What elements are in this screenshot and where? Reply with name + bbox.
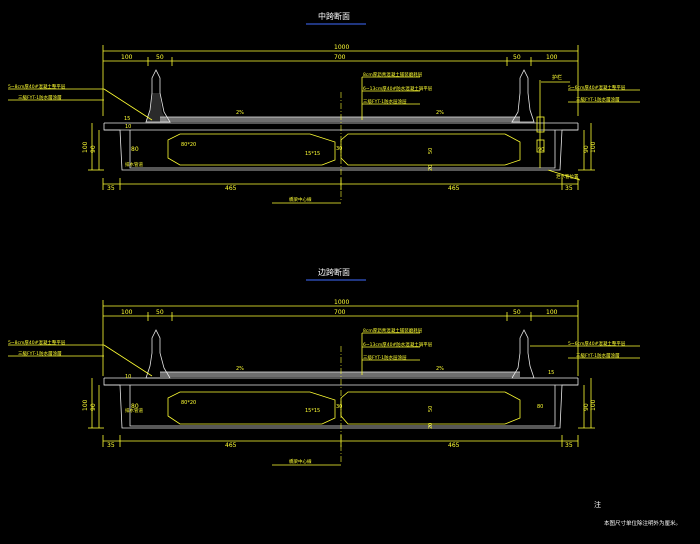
label-drain: 排水管道 bbox=[125, 407, 143, 414]
inner-labels: 10 80 80*20 15*15 30 50 20 90 2% 2% 15 bbox=[124, 110, 544, 171]
dim-side-right-outer: 100 bbox=[590, 399, 597, 411]
label-slab-mid: 15*15 bbox=[305, 151, 320, 157]
note-left-1: 5~8cm厚40#混凝土整平层 bbox=[8, 339, 66, 346]
dim-total: 1000 bbox=[334, 299, 349, 306]
general-note: 注 本图尺寸单位除注明外为厘米。 bbox=[594, 500, 681, 527]
label-right-v1: 50 bbox=[428, 406, 434, 412]
note-left-2: 三級FYT-1防水層涂層 bbox=[18, 350, 62, 357]
dim-middle: 700 bbox=[334, 309, 346, 316]
note-left-2: 三級FYT-1防水層涂層 bbox=[18, 94, 62, 101]
note-left-1: 5~8cm厚40#混凝土整平层 bbox=[8, 83, 66, 90]
note-center-1: 8cm厚沥青混凝土铺装磨耗层 bbox=[363, 71, 423, 78]
dim-bottom-right-half: 465 bbox=[448, 185, 460, 192]
note-title: 注 bbox=[594, 500, 601, 509]
section-title: 边跨断面 bbox=[318, 267, 350, 277]
label-web-left: 80 bbox=[131, 146, 139, 153]
dim-bottom-left-edge: 35 bbox=[107, 185, 115, 192]
dim-side-left-outer: 100 bbox=[82, 399, 89, 411]
label-slope-right: 2% bbox=[436, 366, 444, 372]
section-mid: 中跨断面 1000 100 50 700 50 100 bbox=[8, 11, 640, 204]
label-slope-left: 2% bbox=[236, 110, 244, 116]
label-center-gap: 30 bbox=[336, 146, 342, 152]
label-top-slab: 10 bbox=[125, 124, 131, 130]
label-right-v2: 20 bbox=[428, 165, 434, 171]
dim-left-outer: 100 bbox=[121, 309, 133, 316]
note-center-2: 6~13cm厚40#防水混凝土調平层 bbox=[363, 85, 433, 92]
deck-outline bbox=[103, 69, 579, 200]
label-slope-right: 2% bbox=[436, 110, 444, 116]
label-center: 橋梁中心線 bbox=[289, 458, 312, 465]
label-top-slab: 10 bbox=[125, 374, 131, 380]
notes: 5~8cm厚40#混凝土整平层 三級FYT-1防水層涂層 8cm厚沥青混凝土铺装… bbox=[8, 71, 640, 204]
bottom-dimensions: 35 465 465 35 bbox=[102, 435, 579, 449]
note-center-3: 三级FYT-1防水层涂层 bbox=[363, 98, 407, 105]
deck-outline bbox=[103, 329, 579, 462]
top-dimensions: 1000 100 50 700 50 100 bbox=[102, 44, 579, 116]
dim-bottom-left-edge: 35 bbox=[107, 442, 115, 449]
label-web-left: 80 bbox=[131, 403, 139, 410]
section-edge: 边跨断面 1000 100 50 700 50 100 bbox=[8, 267, 640, 466]
dim-bottom-left-half: 465 bbox=[225, 442, 237, 449]
bottom-dimensions: 35 465 465 35 bbox=[102, 178, 579, 192]
dim-left-outer: 100 bbox=[121, 54, 133, 61]
label-hole: 80*20 bbox=[181, 400, 196, 406]
label-center-gap: 30 bbox=[336, 404, 342, 410]
note-right-1: 5~6cm厚40#混凝土整平层 bbox=[568, 340, 626, 347]
dim-bottom-left-half: 465 bbox=[225, 185, 237, 192]
side-dimensions: 100 90 90 100 bbox=[82, 123, 597, 171]
section-title: 中跨断面 bbox=[318, 11, 350, 21]
dim-middle: 700 bbox=[334, 54, 346, 61]
dim-side-left-outer: 100 bbox=[82, 141, 89, 153]
dim-right-outer: 100 bbox=[546, 54, 558, 61]
dim-total: 1000 bbox=[334, 44, 349, 51]
dim-side-right-inner: 90 bbox=[583, 145, 590, 153]
note-text: 本图尺寸单位除注明外为厘米。 bbox=[604, 519, 681, 527]
top-dimensions: 1000 100 50 700 50 100 bbox=[102, 299, 579, 376]
dim-side-right-outer: 100 bbox=[590, 141, 597, 153]
dim-side-left-inner: 90 bbox=[90, 145, 97, 153]
dim-left-inner: 50 bbox=[156, 54, 164, 61]
notes: 5~8cm厚40#混凝土整平层 三級FYT-1防水層涂層 8cm厚沥青混凝土铺装… bbox=[8, 327, 640, 466]
label-side: 排水管道 bbox=[125, 161, 143, 168]
inner-labels: 10 80 80*20 15*15 30 50 20 80 2% 2% 15 bbox=[125, 366, 554, 429]
label-right-v2: 20 bbox=[428, 423, 434, 429]
dim-left-inner: 50 bbox=[156, 309, 164, 316]
dim-bottom-right-edge: 35 bbox=[565, 442, 573, 449]
label-right-v1: 50 bbox=[428, 148, 434, 154]
label-hole: 80*20 bbox=[181, 142, 196, 148]
dim-right-outer: 100 bbox=[546, 309, 558, 316]
note-center-3: 三级FYT-1防水层涂层 bbox=[363, 354, 407, 361]
dim-right-inner: 50 bbox=[513, 54, 521, 61]
note-right-1: 5~6cm厚40#混凝土整平层 bbox=[568, 84, 626, 91]
label-right-small: 15 bbox=[548, 370, 554, 376]
note-center-1: 8cm厚沥青混凝土铺装磨耗层 bbox=[363, 327, 423, 334]
dim-right-inner: 50 bbox=[513, 309, 521, 316]
dim-bottom-right-half: 465 bbox=[448, 442, 460, 449]
label-right-small: 15 bbox=[124, 116, 130, 122]
dim-side-right-inner: 90 bbox=[583, 403, 590, 411]
side-dimensions: 100 90 90 100 bbox=[82, 378, 597, 429]
dim-bottom-right-edge: 35 bbox=[565, 185, 573, 192]
note-right-guardrail: 护栏 bbox=[552, 74, 562, 81]
label-slab-mid: 15*15 bbox=[305, 408, 320, 414]
note-right-2: 三級FYT-1防水層涂層 bbox=[576, 96, 620, 103]
label-right-hole: 80 bbox=[537, 404, 543, 410]
label-right-hole: 90 bbox=[538, 147, 544, 153]
label-center: 橋梁中心線 bbox=[289, 196, 312, 203]
note-right-2: 三級FYT-1防水層涂層 bbox=[576, 352, 620, 359]
label-slope-left: 2% bbox=[236, 366, 244, 372]
dim-side-left-inner: 90 bbox=[90, 403, 97, 411]
note-center-2: 6~13cm厚40#防水混凝土調平层 bbox=[363, 341, 433, 348]
